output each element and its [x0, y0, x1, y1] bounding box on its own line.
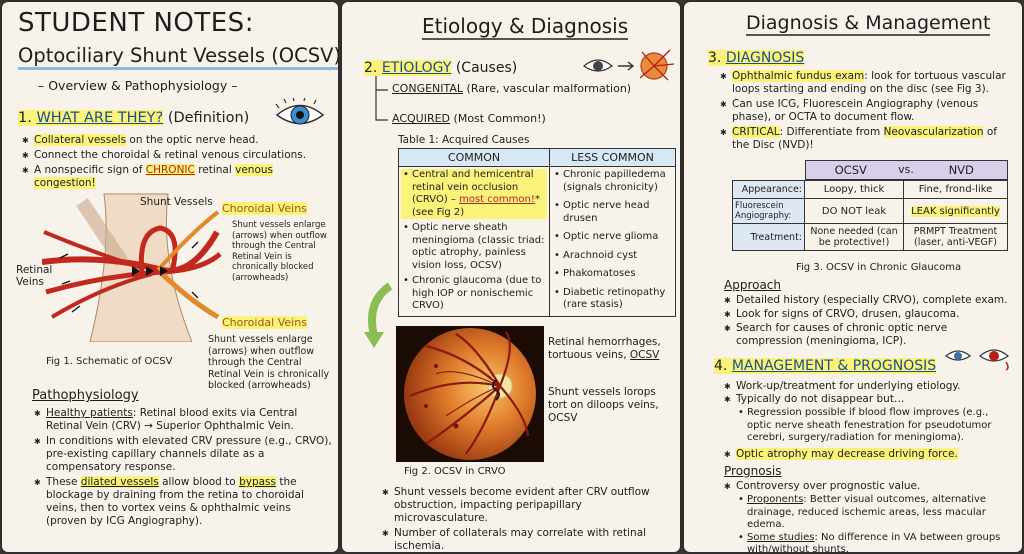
- common-causes: Central and hemicentral retinal vein occ…: [401, 169, 547, 313]
- list-item: Detailed history (especially CRVO), comp…: [724, 294, 1016, 307]
- list-item: CRITICAL: Differentiate from Neovascular…: [720, 126, 1016, 152]
- prognosis-sublist: Proponents: Better visual outcomes, alte…: [736, 494, 1018, 552]
- list-item: Ophthalmic fundus exam: look for tortuou…: [720, 70, 1016, 96]
- list-item: A nonspecific sign of CHRONIC retinal ve…: [22, 164, 334, 190]
- diagnosis-list: Ophthalmic fundus exam: look for tortuou…: [720, 70, 1016, 154]
- list-item: Controversy over prognostic value.: [724, 480, 1018, 493]
- approach-list: Detailed history (especially CRVO), comp…: [724, 294, 1016, 350]
- list-item: Chronic glaucoma (due to high IOP or non…: [401, 275, 547, 313]
- pathophysiology-list: Healthy patients: Retinal blood exits vi…: [34, 407, 334, 530]
- ocsv-schematic: [42, 193, 222, 342]
- fig3-caption: Fig 3. OCSV in Chronic Glaucoma: [796, 262, 962, 273]
- list-item: Optic nerve glioma: [552, 231, 673, 244]
- list-item: Look for signs of CRVO, drusen, glaucoma…: [724, 308, 1016, 321]
- card-etiology: Etiology & Diagnosis 2. ETIOLOGY (Causes…: [342, 2, 680, 552]
- list-item: Work-up/treatment for underlying etiolog…: [724, 380, 1018, 393]
- section-1-heading: 1. WHAT ARE THEY? (Definition): [18, 110, 250, 126]
- card-diagnosis: Diagnosis & Management 3. DIAGNOSIS Opht…: [684, 2, 1022, 552]
- list-item: Some studies: No difference in VA betwee…: [736, 532, 1018, 553]
- fig2-label-hemorrhages: Retinal hemorrhages, tortuous veins, OCS…: [548, 336, 661, 361]
- eye-icon: [275, 98, 325, 125]
- list-item: In conditions with elevated CRV pressure…: [34, 435, 334, 474]
- fig2-caption: Fig 2. OCSV in CRVO: [404, 466, 506, 477]
- definition-list: Collateral vessels on the optic nerve he…: [22, 134, 334, 192]
- prognosis-list: Controversy over prognostic value.: [724, 480, 1018, 493]
- congenital-line: CONGENITAL (Rare, vascular malformation): [392, 82, 632, 95]
- acquired-causes-table: COMMON LESS COMMON Central and hemicentr…: [398, 148, 676, 317]
- fig1-note-top: Shunt vessels enlarge (arrows) when outf…: [232, 220, 327, 283]
- etiology-bullets: Shunt vessels become evident after CRV o…: [382, 486, 678, 552]
- list-item: Search for causes of chronic optic nerve…: [724, 322, 1016, 348]
- card-overview: STUDENT NOTES: Optociliary Shunt Vessels…: [2, 2, 338, 552]
- list-item: Arachnoid cyst: [552, 250, 673, 263]
- label-choroidal-veins-bottom: Choroidal Veins: [222, 316, 307, 329]
- list-item: Diabetic retinopathy (rare stasis): [552, 287, 673, 312]
- tree-connector: [375, 76, 388, 121]
- card3-title: Diagnosis & Management: [746, 12, 991, 36]
- list-item: Regression possible if blood flow improv…: [736, 407, 1016, 445]
- col-vs: vs.: [898, 163, 914, 176]
- list-item: Collateral vessels on the optic nerve he…: [22, 134, 334, 147]
- table-title: Table 1: Acquired Causes: [398, 134, 530, 146]
- label-retinal-veins: Retinal Veins: [16, 264, 53, 288]
- table-header: LESS COMMON: [549, 148, 676, 167]
- list-item: Optic nerve sheath meningioma (classic t…: [401, 222, 547, 272]
- fig1-caption: Fig 1. Schematic of OCSV: [46, 356, 173, 367]
- acquired-line: ACQUIRED (Most Common!): [392, 112, 546, 125]
- list-item: Optic nerve head drusen: [552, 200, 673, 225]
- col-nvd: NVD: [948, 163, 974, 177]
- curved-arrow-icon: [364, 282, 393, 348]
- list-item: Chronic papilledema (signals chronicity): [552, 169, 673, 194]
- table-row: Treatment: None needed (can be protectiv…: [732, 223, 1008, 251]
- table-row: Fluorescein Angiography: DO NOT leak LEA…: [732, 198, 1008, 224]
- list-item: These dilated vessels allow blood to byp…: [34, 476, 334, 528]
- col-ocsv: OCSV: [834, 163, 867, 177]
- subheader: – Overview & Pathophysiology –: [38, 78, 238, 93]
- list-item: Central and hemicentral retinal vein occ…: [401, 169, 547, 219]
- prognosis-heading: Prognosis: [724, 464, 782, 478]
- eyes-icon: [944, 349, 1009, 371]
- section-4-heading: 4. MANAGEMENT & PROGNOSIS: [714, 358, 937, 374]
- list-item: Typically do not disappear but…: [724, 393, 1018, 406]
- section-2-heading: 2. ETIOLOGY (Causes): [364, 60, 518, 76]
- list-item: Connect the choroidal & retinal venous c…: [22, 149, 334, 162]
- management-sublist: Regression possible if blood flow improv…: [736, 407, 1016, 445]
- page-title: STUDENT NOTES:: [18, 8, 254, 38]
- less-common-causes: Chronic papilledema (signals chronicity)…: [552, 169, 673, 312]
- table-row: Appearance: Loopy, thick Fine, frond-lik…: [732, 180, 1008, 199]
- topic-title: Optociliary Shunt Vessels (OCSV): [18, 44, 338, 70]
- fig2-label-shunt: Shunt vessels lorops tort on diloops vei…: [548, 386, 659, 424]
- list-item: Phakomatoses: [552, 268, 673, 281]
- section-3-heading: 3. DIAGNOSIS: [708, 50, 805, 66]
- list-item: Proponents: Better visual outcomes, alte…: [736, 494, 1018, 532]
- list-item: Can use ICG, Fluorescein Angiography (ve…: [720, 98, 1016, 124]
- pathophysiology-heading: Pathophysiology: [32, 388, 139, 403]
- list-item: Number of collaterals may correlate with…: [382, 527, 678, 552]
- label-choroidal-veins-top: Choroidal Veins: [222, 202, 307, 215]
- list-item: Shunt vessels become evident after CRV o…: [382, 486, 678, 525]
- label-shunt-vessels: Shunt Vessels: [140, 196, 213, 208]
- table-header: COMMON: [398, 148, 550, 167]
- eye-to-fundus-icon: [583, 49, 675, 81]
- fig1-note-bottom: Shunt vessels enlarge (arrows) when outf…: [208, 334, 330, 391]
- fundus-photo: [396, 326, 544, 462]
- ocsv-vs-nvd-table: OCSV vs. NVD Appearance: Loopy, thick Fi…: [732, 160, 1008, 251]
- management-list-2: Optic atrophy may decrease driving force…: [724, 448, 1018, 463]
- list-item: Healthy patients: Retinal blood exits vi…: [34, 407, 334, 433]
- approach-heading: Approach: [724, 278, 782, 292]
- card2-title: Etiology & Diagnosis: [422, 14, 629, 40]
- list-item: Optic atrophy may decrease driving force…: [724, 448, 1018, 461]
- management-list: Work-up/treatment for underlying etiolog…: [724, 380, 1018, 406]
